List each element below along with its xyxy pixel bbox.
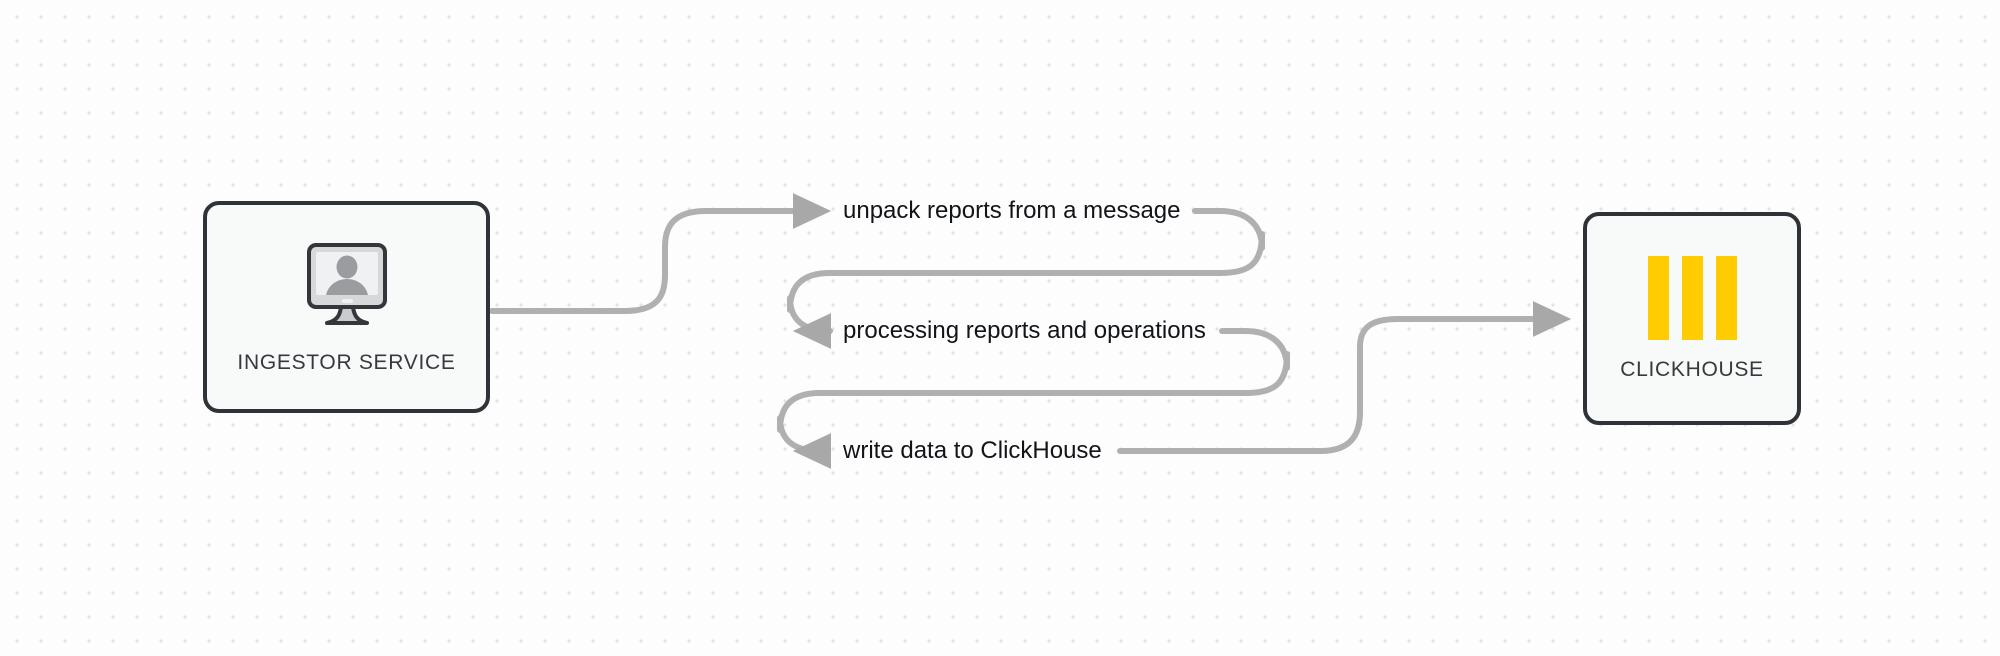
connector-segment-row1-to-row2	[787, 208, 1265, 349]
edge-label-processing: processing reports and operations	[836, 316, 1213, 346]
clickhouse-bar-3	[1715, 255, 1737, 340]
node-clickhouse[interactable]: CLICKHOUSE	[1583, 212, 1801, 425]
clickhouse-bar-2	[1681, 255, 1703, 340]
node-label-clickhouse: CLICKHOUSE	[1620, 357, 1764, 381]
node-ingestor-service[interactable]: INGESTOR SERVICE	[203, 201, 490, 413]
node-label-ingestor-service: INGESTOR SERVICE	[237, 351, 456, 374]
edge-label-unpack: unpack reports from a message	[836, 196, 1188, 226]
connector-segment-ingestor-to-row1	[489, 193, 832, 314]
clickhouse-bars-icon	[1647, 255, 1737, 340]
connector-segment-row2-to-row3	[777, 328, 1290, 469]
edge-label-write: write data to ClickHouse	[836, 436, 1109, 466]
clickhouse-bar-1	[1647, 255, 1669, 340]
connector-segment-row3-to-clickhouse	[1117, 301, 1572, 454]
monitor-user-icon	[293, 239, 401, 335]
